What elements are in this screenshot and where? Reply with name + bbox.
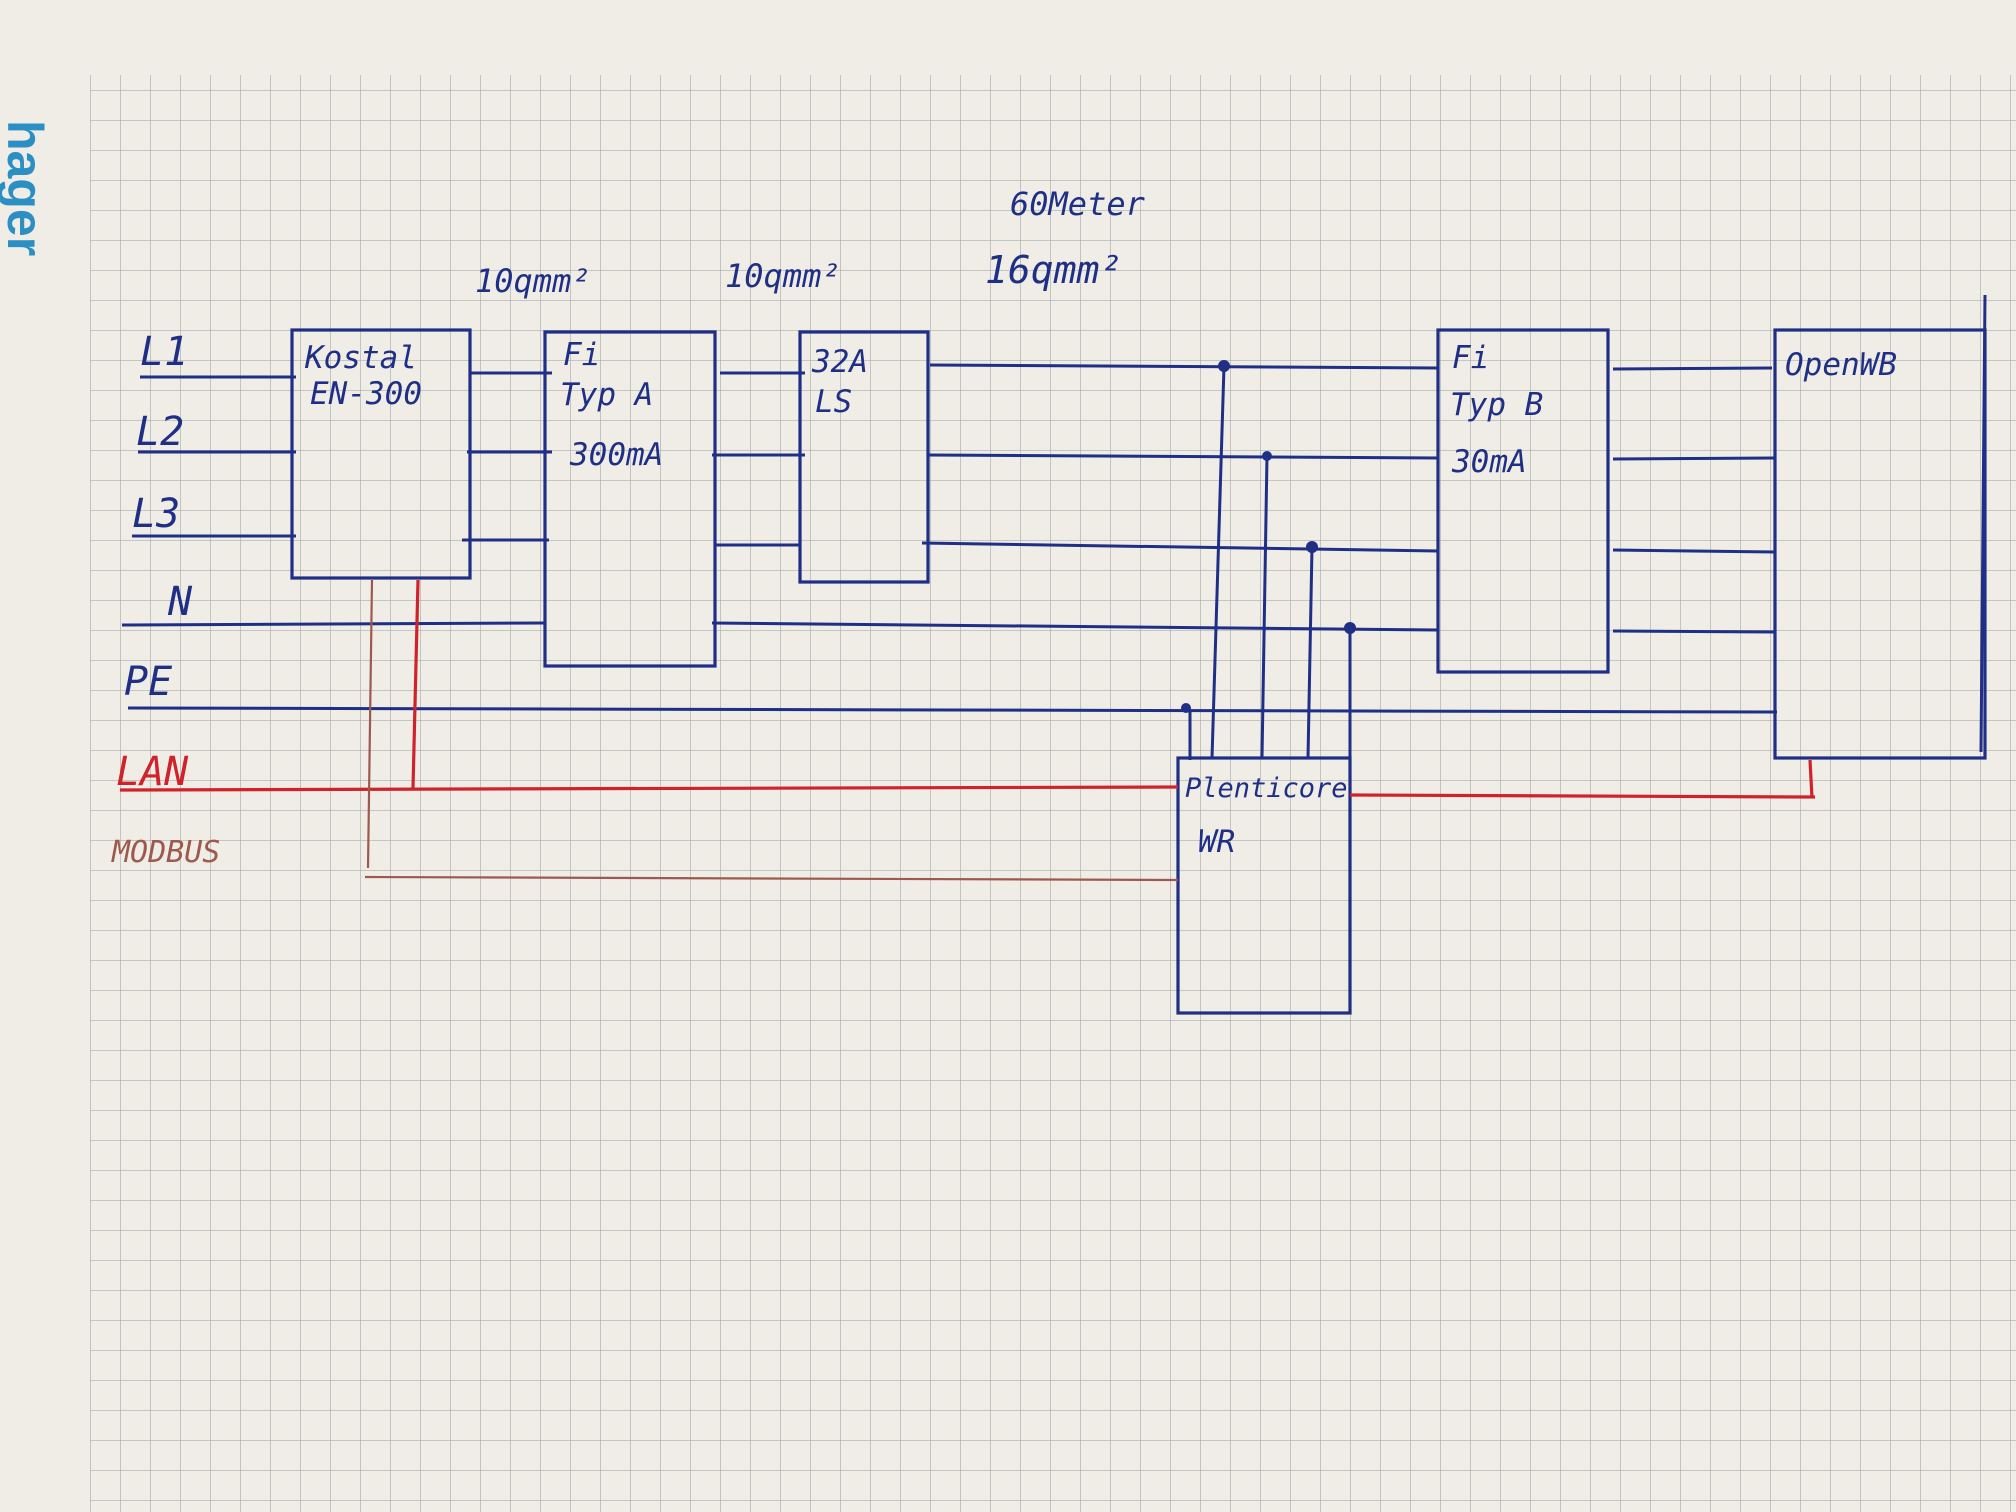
label-l3: L3 [132, 491, 180, 537]
lan-bus-right [1349, 793, 1816, 799]
ls-label-1: 32A [811, 344, 868, 380]
cable-label-seg1: 10qmm² [475, 262, 591, 300]
ls-label-2: LS [815, 384, 852, 420]
junctions [1181, 360, 1356, 713]
wire-l2-seg4 [1612, 456, 1776, 461]
label-modbus: MODBUS [111, 835, 220, 870]
wire-l1-seg4 [1612, 366, 1773, 371]
box-inverter [1176, 756, 1352, 1015]
kostal-label-2: EN-300 [310, 376, 422, 412]
fi-b-label-2: Typ B [1450, 387, 1543, 423]
fi-b-label-3: 30mA [1451, 444, 1527, 480]
openwb-label: OpenWB [1785, 347, 1897, 383]
wire-l1-seg3 [929, 363, 1439, 370]
cable-label-length: 60Meter [1010, 185, 1146, 223]
junction-l2 [1262, 451, 1272, 461]
box-fi-type-a [543, 330, 717, 668]
fi-a-label-1: Fi [563, 337, 600, 373]
modbus-bus [364, 875, 1179, 882]
tap-l1 [1210, 365, 1226, 759]
fi-b-label-1: Fi [1452, 340, 1489, 376]
component-boxes [290, 328, 1987, 1015]
brand-logo: hager [0, 120, 53, 256]
label-pe: PE [124, 659, 172, 705]
grid-area [90, 75, 2016, 1512]
lan-drop-kostal [411, 579, 420, 789]
kostal-label-1: Kostal [304, 340, 417, 376]
wire-l2-seg3 [927, 453, 1439, 460]
cable-label-seg3: 16qmm² [985, 248, 1122, 292]
inverter-label-1: Plenticore [1185, 773, 1348, 804]
wire-n-2 [711, 621, 1439, 632]
box-kostal-meter [290, 328, 472, 580]
junction-l1 [1218, 360, 1230, 372]
junction-l3 [1306, 541, 1318, 553]
label-lan: LAN [116, 749, 189, 795]
cable-label-seg2: 10qmm² [725, 257, 841, 295]
wire-n-seg4 [1612, 629, 1776, 634]
label-l2: L2 [136, 409, 184, 455]
wire-pe [127, 706, 1778, 714]
wire-n [121, 621, 546, 627]
box-fi-type-b [1436, 328, 1610, 674]
modbus-wiring [364, 579, 1179, 882]
box-openwb [1773, 328, 1987, 760]
fi-a-label-2: Typ A [560, 377, 653, 413]
tap-l3 [1306, 546, 1314, 759]
junction-pe [1181, 703, 1191, 713]
lan-drop-openwb [1808, 759, 1814, 799]
lan-wiring [119, 579, 1816, 799]
tap-l2 [1260, 455, 1269, 759]
fi-a-label-3: 300mA [569, 437, 663, 473]
label-l1: L1 [140, 329, 188, 375]
junction-n [1344, 622, 1356, 634]
lan-bus-left [119, 785, 1179, 792]
inverter-label-2: WR [1198, 824, 1235, 860]
label-n: N [167, 579, 193, 625]
modbus-drop-kostal [366, 579, 374, 869]
box-ls-32a [798, 330, 930, 584]
wire-l3-seg4 [1612, 548, 1776, 554]
wire-l3-seg3 [921, 541, 1439, 553]
